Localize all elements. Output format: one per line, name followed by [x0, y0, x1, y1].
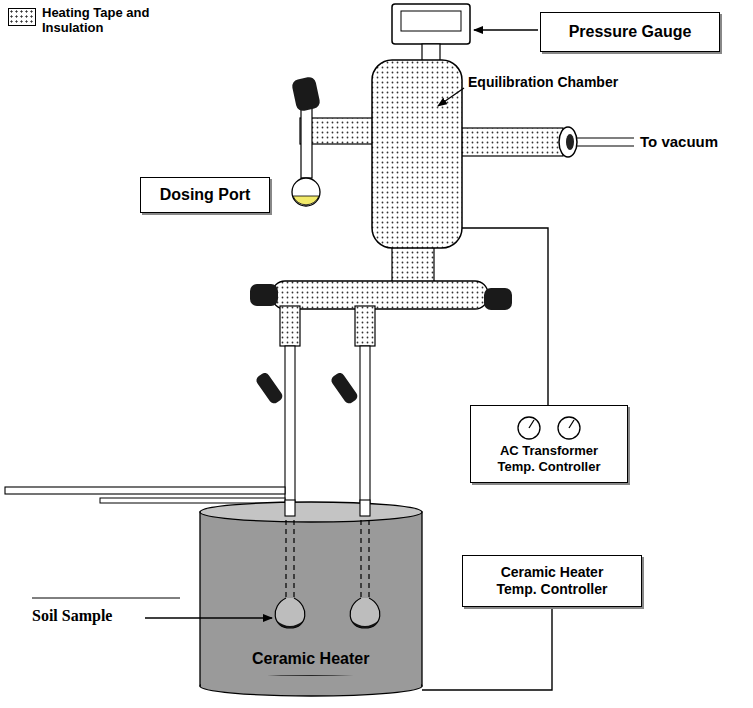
ceramic-heater [201, 676, 421, 686]
controller-wire [462, 228, 548, 405]
callout-box: Pressure Gauge [540, 12, 720, 52]
glass-tube [360, 500, 370, 516]
gauge-display [401, 11, 461, 31]
legend-swatch [8, 8, 36, 26]
leader-arrow [438, 88, 464, 106]
tube-stopper [329, 371, 359, 405]
manifold-stopper [484, 288, 512, 310]
ceramic-heater [200, 676, 422, 696]
vacuum-line [576, 137, 634, 138]
part-label: Equilibration Chamber [468, 74, 618, 90]
heater-top [200, 502, 422, 522]
box-text: Dosing Port [160, 185, 251, 204]
vacuum-fitting [559, 127, 577, 157]
dial-pair [509, 413, 589, 443]
legend-text: Heating Tape and Insulation [42, 6, 154, 36]
callout-box: Dosing Port [140, 177, 270, 213]
controller-box: AC Transformer Temp. Controller [470, 405, 628, 483]
glass-tube [360, 346, 370, 512]
tube-stopper [254, 371, 284, 405]
heater-wire [422, 607, 552, 690]
thermocouple-rod [5, 487, 285, 494]
box-text: Ceramic Heater Temp. Controller [482, 564, 622, 598]
vacuum-fitting [566, 134, 574, 150]
controller-box: Ceramic Heater Temp. Controller [462, 555, 642, 607]
gauge-body [392, 4, 470, 44]
soil-sample [351, 620, 379, 628]
manifold [272, 281, 488, 309]
valve-stopper [291, 76, 321, 112]
rule-line [32, 598, 180, 599]
leader-arrow [145, 617, 272, 618]
soil-sample [276, 620, 304, 628]
equilibration-chamber [372, 60, 462, 248]
part-label: Soil Sample [32, 607, 112, 625]
sample-bulb [350, 598, 380, 628]
part-label: To vacuum [640, 133, 718, 150]
vacuum-arm [455, 128, 563, 156]
sample-line [355, 306, 375, 346]
manifold-stopper [250, 284, 278, 306]
dosing-liquid [293, 196, 319, 205]
thermocouple-rod [100, 498, 285, 503]
valve-tube [301, 100, 312, 178]
box-text: Pressure Gauge [569, 22, 692, 41]
glass-tube [285, 500, 295, 516]
vacuum-line [576, 145, 634, 146]
hidden-tube [286, 520, 369, 598]
ceramic-heater [200, 512, 422, 686]
part-label: Ceramic Heater [252, 650, 369, 668]
sample-line [280, 306, 300, 346]
glass-tube [285, 346, 295, 512]
box-text: AC Transformer Temp. Controller [483, 443, 615, 474]
dosing-flask [292, 178, 320, 206]
leader-arrow [474, 29, 538, 31]
sample-bulb [275, 598, 305, 628]
